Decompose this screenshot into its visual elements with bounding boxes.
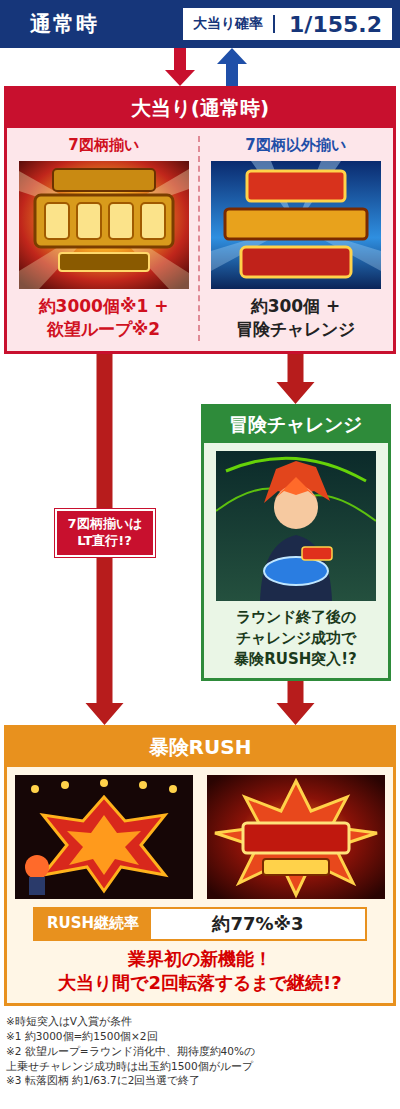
footnote: ※時短突入はV入賞が条件 (6, 1014, 394, 1029)
bonus-image (211, 161, 381, 289)
illustration-part (311, 495, 376, 521)
illustration-part (264, 557, 328, 585)
illustration-part (243, 823, 349, 853)
probability-label: 大当り確率 (193, 15, 275, 33)
illustration-part (45, 203, 69, 239)
illustration-part (274, 477, 318, 499)
panel-heading: 大当り(通常時) (7, 89, 393, 128)
rate-bar: RUSH継続率約77%※3 (33, 907, 367, 941)
rate-value: 約77%※3 (151, 909, 365, 939)
footnotes: ※時短突入はV入賞が条件※1 約3000個=約1500個×2回※2 欲望ループ=… (6, 1014, 394, 1087)
illustration-part (100, 779, 108, 787)
panel-heading: 暴険RUSH (7, 728, 393, 767)
illustration-part (211, 161, 381, 289)
illustration-part (15, 775, 193, 899)
illustration-part (29, 877, 45, 895)
probability-box: 大当り確率1/155.2 (183, 8, 392, 40)
flow-arrow (277, 681, 315, 725)
challenge-image (216, 451, 376, 601)
illustration-part (241, 247, 351, 277)
bar-title: 通常時 (0, 10, 99, 38)
footnote: ※1 約3000個=約1500個×2回 (6, 1029, 394, 1044)
rush-image (207, 775, 385, 899)
probability-value: 1/155.2 (275, 12, 382, 37)
illustration-part (59, 253, 149, 271)
rush-panel: 暴険RUSH RUSH継続率約77%※3 業界初の新機能！ 大当り間で2回転落する… (4, 725, 396, 1007)
rush-image (15, 775, 193, 899)
illustration-part (61, 781, 69, 789)
rate-label: RUSH継続率 (35, 909, 151, 939)
column-heading: 7図柄以外揃い (245, 136, 345, 155)
illustration-part (247, 171, 345, 201)
image-row (15, 775, 385, 899)
illustration-part (215, 781, 377, 895)
footnote: ※3 転落図柄 約1/63.7に2回当選で終了 (6, 1073, 394, 1088)
illustration-part (109, 203, 133, 239)
panel-body: ラウンド終了後の チャレンジ成功で 暴険RUSH突入!? (204, 443, 388, 678)
illustration-part (302, 547, 332, 560)
illustration-part (31, 785, 39, 793)
header-bar: 通常時 大当り確率1/155.2 (0, 0, 400, 48)
illustration-part (216, 451, 376, 601)
bonus-image (19, 161, 189, 289)
illustration-part (169, 785, 177, 793)
jackpot-column: 7図柄揃い 約3000個※1 + 欲望ループ※2 (9, 136, 200, 341)
flow-arrow (165, 48, 195, 86)
illustration-part (77, 203, 101, 239)
column-heading: 7図柄揃い (68, 136, 138, 155)
illustration-part (53, 169, 155, 191)
footnote: ※2 欲望ループ=ラウンド消化中、期待度約40%の 上乗せチャレンジ成功時は出玉… (6, 1044, 394, 1073)
payout-text: 約300個 + 冒険チャレンジ (204, 295, 387, 341)
illustration-part (25, 855, 49, 879)
jackpot-panel: 大当り(通常時) 7図柄揃い 約3000個※1 + 欲望ループ※2 7図柄以外揃い (4, 86, 396, 354)
panel-heading: 冒険チャレンジ (204, 407, 388, 443)
panel-body: RUSH継続率約77%※3 業界初の新機能！ 大当り間で2回転落するまで継続!? (7, 767, 393, 1004)
rate-slot: RUSH継続率約77%※3 (15, 907, 385, 941)
panel-text: ラウンド終了後の チャレンジ成功で 暴険RUSH突入!? (210, 607, 382, 670)
illustration-part (225, 209, 367, 239)
payout-text: 約3000個※1 + 欲望ループ※2 (13, 295, 194, 341)
illustration-part (43, 797, 165, 891)
illustration-part (67, 815, 141, 875)
edge-label: 7図柄揃いは LT直行!? (55, 509, 155, 557)
challenge-panel: 冒険チャレンジ ラウンド終了後の チャレンジ成功で 暴険RUSH突入!? (201, 404, 391, 681)
illustration-part (207, 775, 385, 899)
flow-arrow (217, 48, 247, 86)
illustration-part (35, 195, 173, 247)
illustration-part (19, 161, 189, 289)
illustration-part (263, 859, 329, 875)
illustration-part (141, 203, 165, 239)
illustration-part (139, 781, 147, 789)
illustration-part (260, 535, 332, 601)
feature-text: 業界初の新機能！ 大当り間で2回転落するまで継続!? (15, 947, 385, 996)
panel-body: 7図柄揃い 約3000個※1 + 欲望ループ※2 7図柄以外揃い (7, 128, 393, 351)
jackpot-column: 7図柄以外揃い 約300個 + 冒険チャレンジ (200, 136, 391, 341)
